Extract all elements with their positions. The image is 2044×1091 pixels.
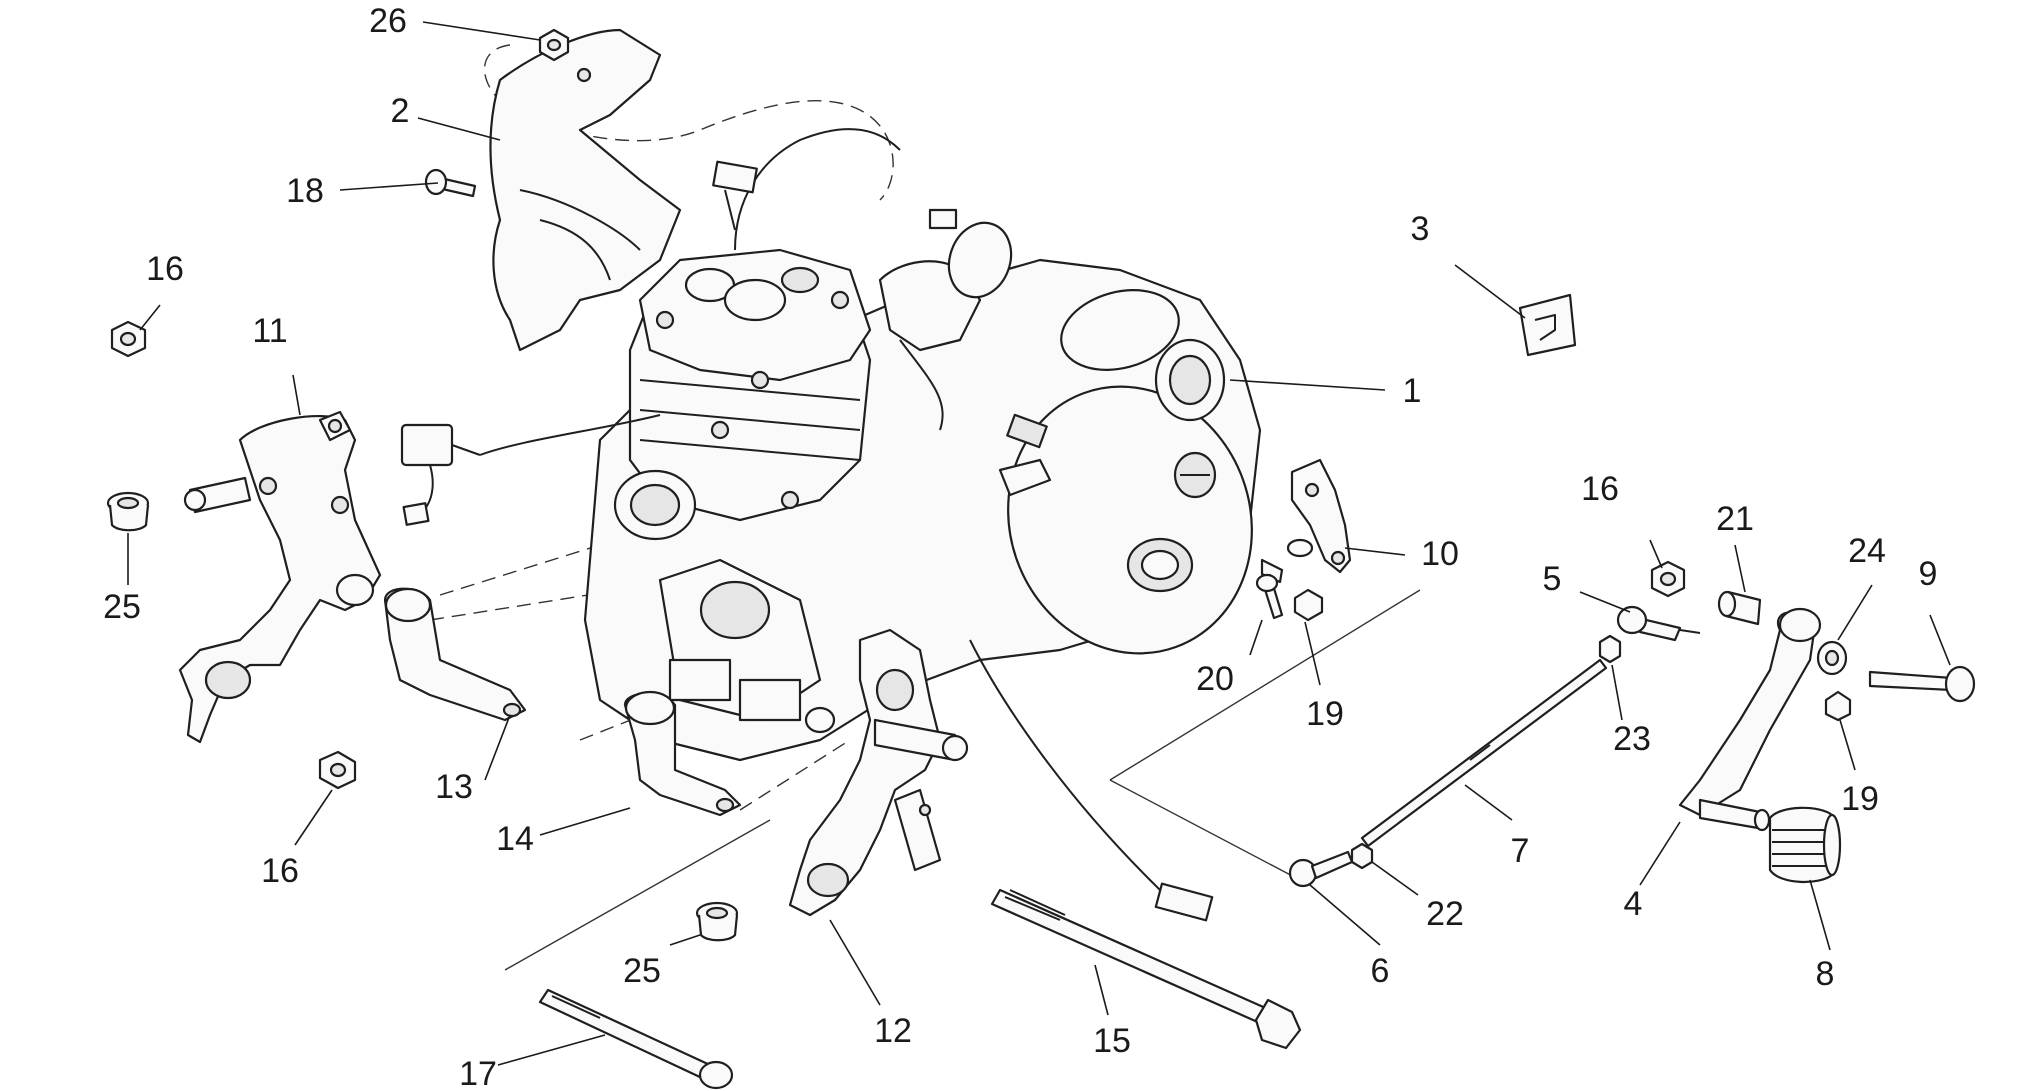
bushing-25-right — [695, 901, 739, 942]
callout-15: 15 — [1093, 1022, 1131, 1060]
nut-22 — [1350, 842, 1374, 870]
callout-16-middle: 16 — [261, 852, 299, 890]
shift-bracket — [1290, 458, 1352, 574]
callout-25-right: 25 — [623, 952, 661, 990]
callout-12: 12 — [874, 1012, 912, 1050]
nut-16-left — [110, 320, 147, 358]
right-mount-bracket — [788, 628, 969, 917]
callout-2: 2 — [391, 92, 410, 130]
cover-plate — [489, 28, 682, 352]
callout-25-left: 25 — [103, 588, 141, 626]
nut-23 — [1598, 634, 1622, 664]
callout-22: 22 — [1426, 895, 1464, 933]
callout-8: 8 — [1816, 955, 1835, 993]
callout-20: 20 — [1196, 660, 1234, 698]
ball-joint-upper — [1616, 605, 1701, 642]
left-mount-bracket — [178, 410, 382, 744]
nut-19-upper — [1293, 588, 1324, 622]
callout-5: 5 — [1543, 560, 1562, 598]
nut-19-lower — [1824, 690, 1852, 722]
callout-11: 11 — [252, 312, 287, 350]
bushing-25-left — [106, 491, 150, 532]
callout-17: 17 — [459, 1055, 497, 1091]
link-arm-lower — [623, 690, 742, 817]
callout-19-upper: 19 — [1306, 695, 1344, 733]
callout-14: 14 — [496, 820, 534, 858]
callout-24: 24 — [1848, 532, 1886, 570]
small-bolt — [424, 168, 477, 198]
short-bolt — [538, 988, 734, 1090]
callout-16-right: 16 — [1581, 470, 1619, 508]
leader-lines — [127, 21, 1951, 1066]
ball-joint-lower — [1288, 850, 1354, 888]
callout-labels: 1 2 3 4 5 6 7 8 9 10 11 12 13 14 15 16 1… — [103, 2, 1937, 1091]
clip-plate — [1518, 293, 1577, 357]
callout-9: 9 — [1919, 555, 1938, 593]
callout-13: 13 — [435, 768, 473, 806]
shift-rod — [1360, 658, 1608, 848]
spacer-21 — [1717, 590, 1762, 626]
long-bolt — [990, 888, 1302, 1050]
bolt-20 — [1255, 538, 1314, 620]
callout-26: 26 — [369, 2, 407, 40]
washer-24 — [1816, 640, 1848, 676]
callout-10: 10 — [1421, 535, 1459, 573]
callout-6: 6 — [1371, 952, 1390, 990]
callout-3: 3 — [1411, 210, 1430, 248]
link-arm-upper — [383, 587, 527, 722]
foot-peg-rubber — [1768, 806, 1842, 884]
pivot-bolt — [1868, 665, 1976, 703]
shift-lever-arm — [1678, 607, 1822, 832]
callout-16-left: 16 — [146, 250, 184, 288]
callout-23: 23 — [1613, 720, 1651, 758]
callout-7: 7 — [1511, 832, 1530, 870]
callout-18: 18 — [286, 172, 324, 210]
callout-1: 1 — [1403, 372, 1422, 410]
engine-assembly — [400, 128, 1262, 922]
callout-4: 4 — [1624, 885, 1643, 923]
nut-16-right — [1650, 560, 1686, 598]
callout-21: 21 — [1716, 500, 1754, 538]
nut-16-middle — [318, 750, 357, 790]
callout-19-lower: 19 — [1841, 780, 1879, 818]
nut-26 — [538, 28, 570, 62]
